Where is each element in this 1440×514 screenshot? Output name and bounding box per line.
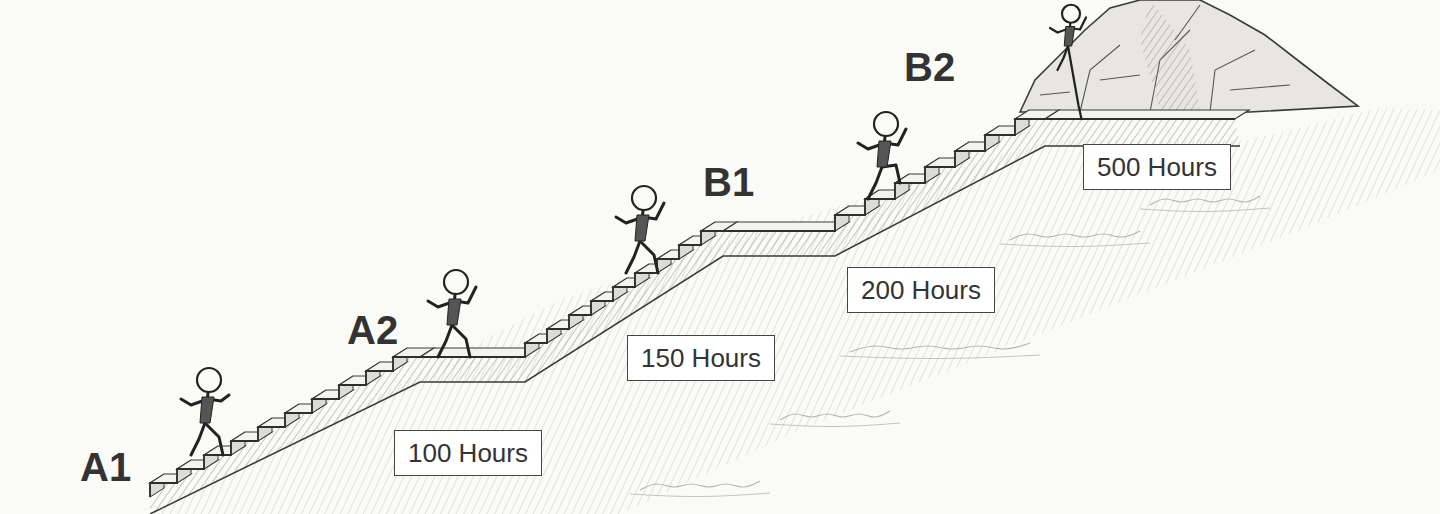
stair-slab [150,119,1240,514]
cloud-sketch [1000,243,1150,247]
rock-crack [1230,85,1290,90]
hours-box: 150 Hours [627,335,775,381]
cloud-sketch [780,411,890,420]
hours-box: 100 Hours [394,430,542,476]
stick-figure [616,186,664,273]
cloud-sketch [640,481,760,490]
stick-figure [181,368,229,455]
stick-figure [1050,5,1086,119]
rock-crack [1100,75,1140,80]
stick-figure [428,270,476,357]
level-label: B1 [703,160,754,204]
rock-crack [1040,92,1070,95]
hours-text: 200 Hours [861,275,981,305]
rock-shade [1140,0,1200,112]
cloud-sketch [1140,208,1270,212]
hours-box: 500 Hours [1083,144,1231,190]
stair-profile [150,119,1235,497]
hours-text: 150 Hours [641,343,761,373]
stair-tread [1045,110,1249,119]
cloud-sketch [850,343,1030,352]
rock-crack [1175,5,1200,40]
rock-crack [1210,50,1255,112]
cloud-sketch [770,423,900,427]
ground-shading [150,108,1440,514]
stair-slab-edge [150,146,1240,514]
stick-figure [858,112,906,199]
hours-text: 500 Hours [1097,152,1217,182]
level-label: A2 [347,308,398,352]
cloud-sketch [1010,231,1140,240]
stair-tread [723,222,849,231]
cloud-sketch [630,493,770,497]
cloud-sketch [1150,196,1260,205]
cloud-sketch [840,355,1040,359]
hours-box: 200 Hours [847,267,995,313]
level-label: A1 [80,445,131,489]
level-label: B2 [904,45,955,89]
hours-text: 100 Hours [408,438,528,468]
